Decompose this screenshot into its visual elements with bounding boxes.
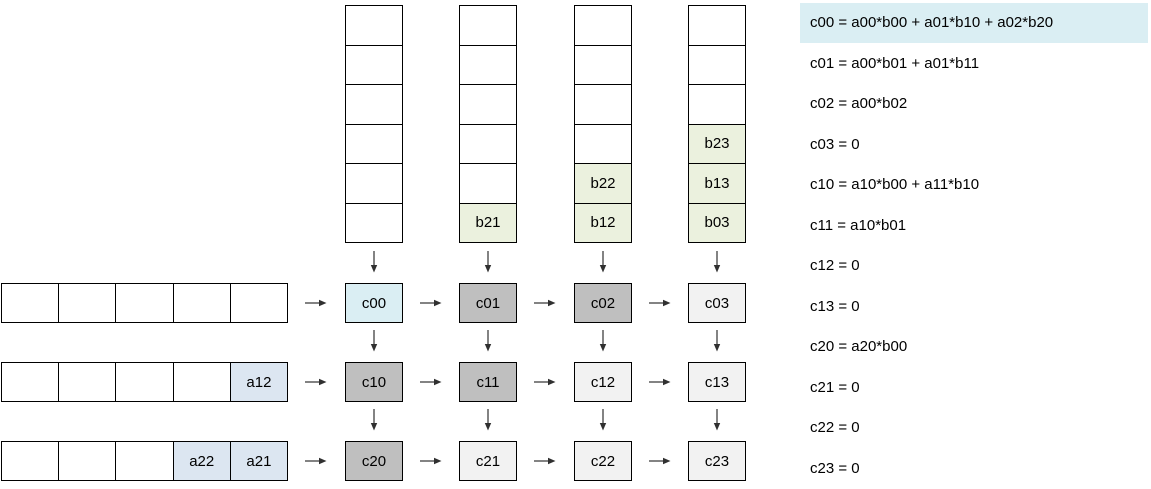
a-cell: a12 bbox=[229, 363, 288, 401]
down-arrow-icon bbox=[483, 409, 493, 431]
a-stream-row-1: a12 bbox=[1, 362, 288, 402]
equation-line: c11 = a10*b01 bbox=[810, 217, 907, 234]
right-arrow-icon bbox=[649, 298, 671, 308]
b-cell: b23 bbox=[689, 123, 745, 163]
equation-line: c01 = a00*b01 + a01*b11 bbox=[810, 55, 980, 72]
right-arrow-icon bbox=[534, 377, 556, 387]
right-arrow-icon bbox=[305, 377, 327, 387]
right-arrow-icon bbox=[649, 456, 671, 466]
down-arrow-icon bbox=[369, 409, 379, 431]
equation-line: c12 = 0 bbox=[810, 257, 860, 274]
c-cell-c01: c01 bbox=[459, 283, 517, 323]
right-arrow-icon bbox=[649, 377, 671, 387]
down-arrow-icon bbox=[712, 330, 722, 352]
down-arrow-icon bbox=[483, 251, 493, 273]
equation-line: c10 = a10*b00 + a11*b10 bbox=[810, 176, 980, 193]
right-arrow-icon bbox=[534, 298, 556, 308]
a-stream-row-2: a22 a21 bbox=[1, 441, 288, 481]
equation-line: c22 = 0 bbox=[810, 419, 860, 436]
right-arrow-icon bbox=[305, 298, 327, 308]
b-cell bbox=[689, 6, 745, 45]
b-cell: b12 bbox=[575, 202, 631, 242]
equation-line: c00 = a00*b00 + a01*b10 + a02*b20 bbox=[800, 3, 1148, 43]
equation-line: c02 = a00*b02 bbox=[810, 95, 908, 112]
down-arrow-icon bbox=[483, 330, 493, 352]
a-cell bbox=[115, 442, 173, 480]
c-cell-c22: c22 bbox=[574, 441, 632, 481]
b-cell bbox=[689, 44, 745, 84]
b-cell bbox=[460, 6, 516, 45]
b-cell bbox=[346, 44, 402, 84]
b-cell bbox=[346, 84, 402, 124]
down-arrow-icon bbox=[369, 330, 379, 352]
c-cell-c02: c02 bbox=[574, 283, 632, 323]
right-arrow-icon bbox=[420, 377, 442, 387]
b-cell bbox=[575, 44, 631, 84]
a-cell bbox=[58, 363, 116, 401]
b-cell bbox=[689, 84, 745, 124]
b-stream-column-1: b21 bbox=[459, 5, 517, 243]
a-cell: a22 bbox=[172, 442, 230, 480]
a-cell bbox=[2, 442, 59, 480]
a-cell bbox=[115, 284, 173, 322]
c-cell-c20: c20 bbox=[345, 441, 403, 481]
right-arrow-icon bbox=[420, 298, 442, 308]
b-stream-column-0 bbox=[345, 5, 403, 243]
equation-line: c21 = 0 bbox=[810, 379, 860, 396]
b-cell bbox=[460, 123, 516, 163]
b-stream-column-3: b23 b13 b03 bbox=[688, 5, 746, 243]
b-cell: b22 bbox=[575, 163, 631, 203]
b-stream-column-2: b22 b12 bbox=[574, 5, 632, 243]
a-cell bbox=[2, 284, 59, 322]
b-cell bbox=[575, 6, 631, 45]
b-cell bbox=[346, 6, 402, 45]
equation-line: c13 = 0 bbox=[810, 298, 860, 315]
b-cell bbox=[346, 123, 402, 163]
down-arrow-icon bbox=[369, 251, 379, 273]
c-cell-c13: c13 bbox=[688, 362, 746, 402]
a-cell bbox=[58, 442, 116, 480]
right-arrow-icon bbox=[534, 456, 556, 466]
right-arrow-icon bbox=[420, 456, 442, 466]
b-cell bbox=[460, 44, 516, 84]
b-cell bbox=[575, 84, 631, 124]
right-arrow-icon bbox=[305, 456, 327, 466]
down-arrow-icon bbox=[598, 330, 608, 352]
a-cell bbox=[172, 363, 230, 401]
c-cell-c11: c11 bbox=[459, 362, 517, 402]
down-arrow-icon bbox=[598, 409, 608, 431]
a-cell bbox=[2, 363, 59, 401]
b-cell bbox=[346, 202, 402, 242]
c-cell-c10: c10 bbox=[345, 362, 403, 402]
b-cell bbox=[346, 163, 402, 203]
a-cell bbox=[172, 284, 230, 322]
equation-line: c23 = 0 bbox=[810, 460, 860, 477]
equation-line: c03 = 0 bbox=[810, 136, 860, 153]
c-cell-c03: c03 bbox=[688, 283, 746, 323]
a-cell bbox=[115, 363, 173, 401]
down-arrow-icon bbox=[598, 251, 608, 273]
a-cell bbox=[58, 284, 116, 322]
c-cell-c12: c12 bbox=[574, 362, 632, 402]
b-cell bbox=[460, 163, 516, 203]
a-stream-row-0 bbox=[1, 283, 288, 323]
b-cell: b21 bbox=[460, 202, 516, 242]
down-arrow-icon bbox=[712, 251, 722, 273]
down-arrow-icon bbox=[712, 409, 722, 431]
equation-line: c20 = a20*b00 bbox=[810, 338, 908, 355]
b-cell: b13 bbox=[689, 163, 745, 203]
c-cell-c00: c00 bbox=[345, 283, 403, 323]
b-cell bbox=[575, 123, 631, 163]
a-cell bbox=[229, 284, 288, 322]
b-cell: b03 bbox=[689, 202, 745, 242]
b-cell bbox=[460, 84, 516, 124]
c-cell-c23: c23 bbox=[688, 441, 746, 481]
a-cell: a21 bbox=[229, 442, 288, 480]
c-cell-c21: c21 bbox=[459, 441, 517, 481]
